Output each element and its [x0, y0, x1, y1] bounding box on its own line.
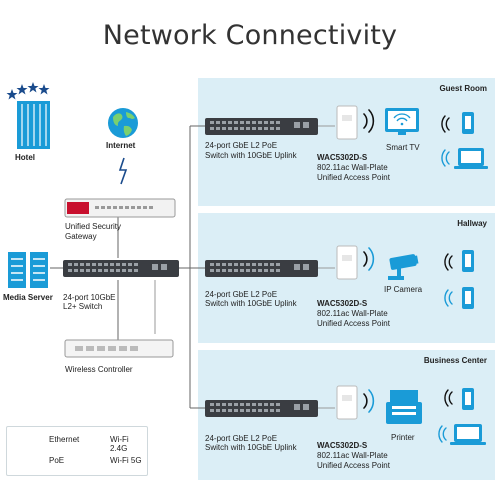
hotel-label: Hotel	[15, 153, 35, 162]
globe-icon	[108, 108, 138, 138]
panel-name-guest-room: Guest Room	[439, 84, 487, 93]
ap-guest-model: WAC5302D-S	[317, 153, 368, 162]
usg-label-line2: Gateway	[65, 232, 97, 241]
panel-name-business-center: Business Center	[423, 356, 487, 365]
poe-switch-guest-icon	[205, 118, 318, 135]
wireless-controller-label: Wireless Controller	[65, 365, 133, 374]
switch-business-label-line2: Switch with 10GbE Uplink	[205, 443, 297, 452]
switch-business-label-line1: 24-port GbE L2 PoE	[205, 434, 278, 443]
printer-icon	[386, 390, 422, 424]
ap-business-model: WAC5302D-S	[317, 441, 368, 450]
ethernet-lines	[50, 125, 205, 409]
wifi-signal-icons	[363, 109, 453, 443]
access-point-business-icon	[336, 385, 358, 420]
legend-poe-label: PoE	[49, 456, 65, 465]
printer-label: Printer	[391, 433, 415, 442]
core-switch-label-line1: 24-port 10GbE	[63, 293, 116, 302]
diagram-title: Network Connectivity	[102, 20, 398, 51]
media-server-label: Media Server	[3, 293, 53, 302]
legend-ethernet-label: Ethernet	[49, 435, 80, 444]
ap-guest-line2: 802.11ac Wall-Plate	[317, 163, 388, 172]
usg-label-line1: Unified Security	[65, 222, 122, 231]
ap-business-line3: Unified Access Point	[317, 461, 390, 470]
ip-camera-label: IP Camera	[384, 285, 423, 294]
legend-wifi24-label: Wi-Fi 2.4G	[110, 435, 129, 453]
laptop-icons	[450, 148, 488, 445]
legend-wifi5-label: Wi-Fi 5G	[110, 456, 142, 465]
access-point-hallway-icon	[336, 245, 358, 280]
poe-lines	[154, 125, 335, 409]
switch-hallway-label-line1: 24-port GbE L2 PoE	[205, 290, 278, 299]
access-point-guest-icon	[336, 105, 358, 140]
ap-hallway-line2: 802.11ac Wall-Plate	[317, 309, 388, 318]
phone-icons	[462, 112, 474, 410]
ip-camera-icon	[388, 254, 419, 280]
switch-hallway-label-line2: Switch with 10GbE Uplink	[205, 299, 297, 308]
panel-guest-room: Guest Room	[198, 78, 495, 206]
ap-hallway-model: WAC5302D-S	[317, 299, 368, 308]
hotel-icon	[6, 82, 50, 149]
smart-tv-label: Smart TV	[386, 143, 420, 152]
ap-business-line2: 802.11ac Wall-Plate	[317, 451, 388, 460]
core-switch-icon	[63, 260, 179, 277]
poe-switch-business-icon	[205, 400, 318, 417]
switch-guest-label-line2: Switch with 10GbE Uplink	[205, 151, 297, 160]
ap-guest-line3: Unified Access Point	[317, 173, 390, 182]
security-gateway-icon	[64, 198, 176, 218]
switch-guest-label-line1: 24-port GbE L2 PoE	[205, 141, 278, 150]
internet-label: Internet	[106, 141, 136, 150]
media-server-icon	[8, 252, 48, 288]
smart-tv-icon	[385, 108, 419, 135]
legend: Ethernet PoE Wi-Fi 2.4G Wi-Fi 5G	[6, 426, 148, 476]
core-switch-label-line2: L2+ Switch	[63, 302, 103, 311]
ap-hallway-line3: Unified Access Point	[317, 319, 390, 328]
wireless-controller-icon	[64, 339, 174, 358]
lightning-icon	[118, 157, 128, 185]
poe-switch-hallway-icon	[205, 260, 318, 277]
panel-name-hallway: Hallway	[457, 219, 487, 228]
